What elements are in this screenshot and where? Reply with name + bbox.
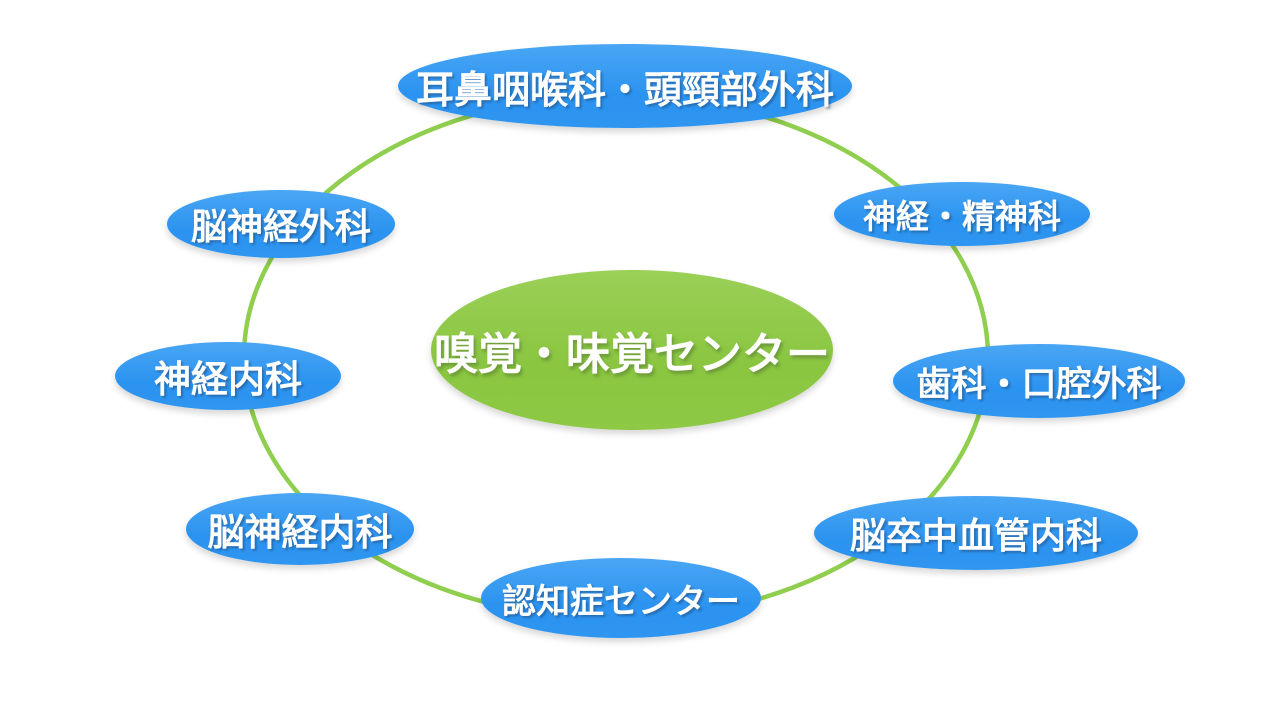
node-neurology-psychiatry-label: 神経・精神科 bbox=[863, 197, 1061, 236]
node-dementia-center: 認知症センター bbox=[481, 558, 761, 638]
node-smell-taste-center-label: 嗅覚・味覚センター bbox=[434, 329, 830, 380]
node-neurology-label: 神経内科 bbox=[154, 358, 302, 401]
node-neurosurgery: 脳神経外科 bbox=[167, 190, 395, 258]
node-brain-neurology: 脳神経内科 bbox=[186, 493, 414, 565]
node-stroke-vascular-medicine: 脳卒中血管内科 bbox=[814, 496, 1138, 570]
node-neurosurgery-label: 脳神経外科 bbox=[190, 207, 371, 248]
node-neurology: 神経内科 bbox=[115, 342, 341, 410]
node-neurology-psychiatry: 神経・精神科 bbox=[834, 182, 1090, 246]
node-brain-neurology-label: 脳神経内科 bbox=[207, 511, 393, 554]
node-smell-taste-center: 嗅覚・味覚センター bbox=[431, 270, 833, 430]
node-otolaryngology-head-neck-surgery-label: 耳鼻咽喉科・頭頸部外科 bbox=[415, 67, 834, 112]
node-dementia-center-label: 認知症センター bbox=[502, 581, 740, 622]
node-dentistry-oral-surgery: 歯科・口腔外科 bbox=[893, 344, 1185, 418]
node-otolaryngology-head-neck-surgery: 耳鼻咽喉科・頭頸部外科 bbox=[398, 44, 852, 128]
node-stroke-vascular-medicine-label: 脳卒中血管内科 bbox=[849, 516, 1102, 557]
node-dentistry-oral-surgery-label: 歯科・口腔外科 bbox=[916, 364, 1162, 405]
